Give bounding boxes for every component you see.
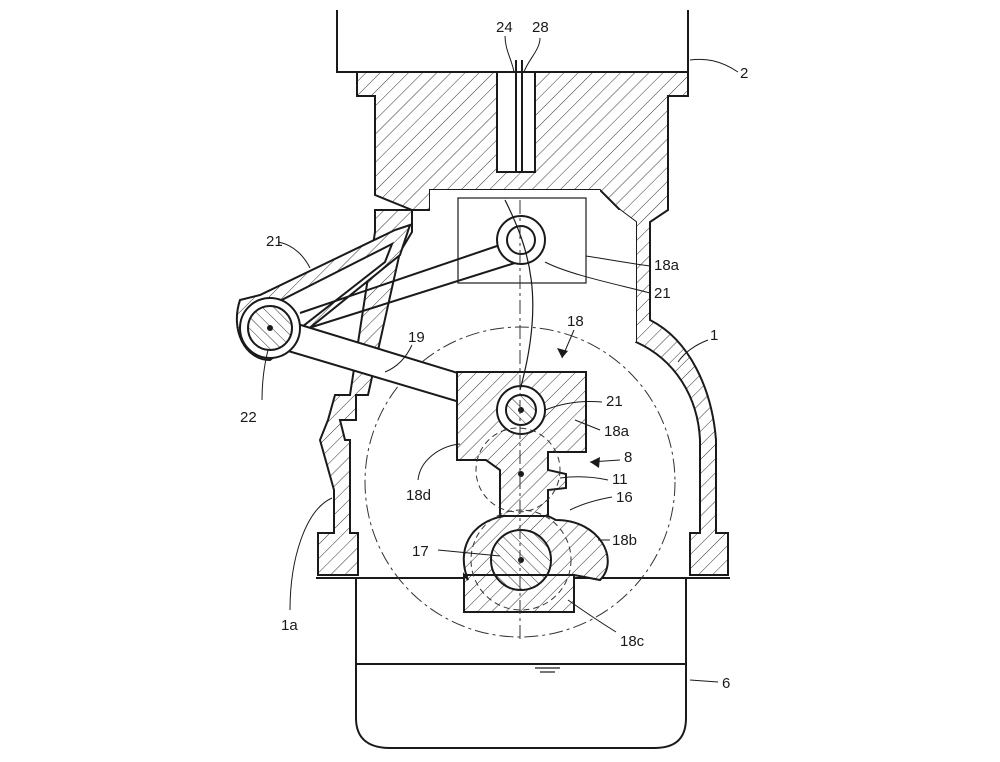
label-21-crank: 21 <box>606 393 623 410</box>
pivot-22 <box>239 297 301 359</box>
upper-pin <box>496 215 546 265</box>
label-11: 11 <box>612 471 628 488</box>
piston-upper-outline <box>457 197 587 284</box>
label-17: 17 <box>412 543 429 560</box>
crank-pin <box>496 385 546 435</box>
rod-path-circle <box>475 427 561 513</box>
label-1a: 1a <box>281 617 298 634</box>
connecting-rod <box>462 471 609 613</box>
label-24: 24 <box>496 19 513 36</box>
label-8: 8 <box>624 449 632 466</box>
label-6: 6 <box>722 675 730 692</box>
label-19: 19 <box>408 329 425 346</box>
label-2: 2 <box>740 65 748 82</box>
piston-path-curve <box>504 199 534 391</box>
reference-labels: 24 28 2 21 18a 21 18 1 19 22 21 18a 8 11… <box>240 19 748 692</box>
label-16: 16 <box>616 489 633 506</box>
crank-orbit-circle <box>470 509 572 611</box>
label-21-arm: 21 <box>266 233 283 250</box>
label-28: 28 <box>532 19 549 36</box>
label-18a-top: 18a <box>654 257 680 274</box>
label-22: 22 <box>240 409 257 426</box>
label-21-upper: 21 <box>654 285 671 302</box>
leader-lines <box>261 35 739 683</box>
label-18d: 18d <box>406 487 431 504</box>
injector-bore <box>496 60 536 173</box>
label-18c: 18c <box>620 633 645 650</box>
oil-pan <box>355 578 687 749</box>
label-18a-mid: 18a <box>604 423 630 440</box>
cylinder-block <box>316 71 730 579</box>
piston-18a <box>456 371 587 517</box>
label-18b: 18b <box>612 532 637 549</box>
label-1: 1 <box>710 327 718 344</box>
label-18: 18 <box>567 313 584 330</box>
